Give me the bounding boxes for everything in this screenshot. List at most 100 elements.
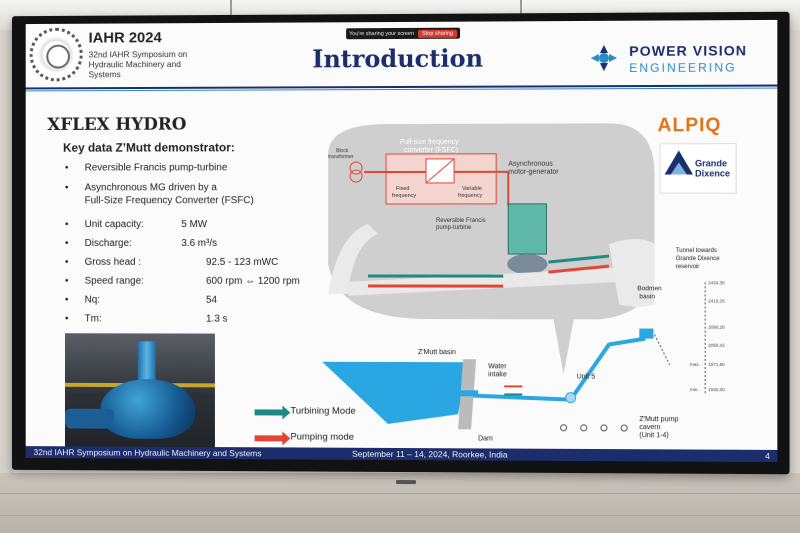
penstock-pipe — [328, 224, 379, 295]
elevation-value: 2059,42 — [708, 343, 725, 348]
transformer-icon — [349, 169, 363, 183]
motor-generator-label: Asynchronous — [508, 161, 553, 168]
grande-dixence-logo: Grande Dixence — [659, 143, 737, 194]
pump-unit-icon — [601, 425, 607, 431]
list-item: Nq: 54 — [63, 295, 320, 314]
photo-turbine — [100, 378, 196, 440]
list-item: Unit capacity:5 MW — [63, 219, 320, 238]
pumping-arrow-icon — [254, 435, 285, 442]
pump-turbine-photo — [64, 333, 215, 450]
slide-header: IAHR 2024 32nd IAHR Symposium on Hydraul… — [25, 20, 778, 92]
screen-share-bar: You're sharing your screen Stop sharing — [346, 27, 461, 40]
tunnel-line — [654, 335, 669, 365]
dam-label: Dam — [478, 435, 493, 442]
fixed-frequency-label: Fixed — [396, 186, 409, 192]
grande-dixence-line: Dixence — [695, 168, 731, 179]
motor-generator — [508, 204, 546, 254]
slide-title: Introduction — [312, 43, 484, 74]
elevation-prefix: max. — [690, 362, 700, 367]
grande-dixence-line: Grande — [695, 158, 728, 169]
cavern-label: Z'Mutt pump — [639, 416, 678, 423]
tv-monitor: IAHR 2024 32nd IAHR Symposium on Hydraul… — [11, 11, 790, 485]
turbining-arrow-icon — [254, 409, 285, 416]
bullet-value: 600 rpm ⇔ 1200 rpm — [206, 275, 300, 287]
pump-turbine-runner — [507, 254, 548, 275]
cavern-label: (Unit 1-4) — [639, 432, 668, 439]
iahr-seal-logo — [29, 27, 83, 82]
list-item: Asynchronous MG driven by a Full-Size Fr… — [63, 181, 320, 219]
list-item: Speed range: 600 rpm ⇔ 1200 rpm — [63, 276, 320, 295]
water-intake-label: Water — [488, 363, 507, 370]
zmutt-basin — [322, 361, 468, 425]
key-data-heading: Key data Z’Mutt demonstrator: — [63, 140, 235, 155]
bullet-value: 92.5 - 123 mWC — [206, 256, 279, 268]
floor-line — [0, 493, 800, 494]
unit5-marker — [566, 393, 576, 403]
bullet-label: Tm: — [84, 313, 102, 325]
company-name: POWER VISION — [629, 42, 748, 59]
bodmen-basin — [639, 328, 654, 339]
outlet-pipe — [608, 238, 655, 307]
bubble-pointer — [553, 319, 574, 375]
pump-turbine-label: Reversible Francis — [436, 218, 486, 224]
pump-turbine-label: pump-turbine — [436, 225, 472, 231]
pump-unit-icon — [581, 425, 587, 431]
tunnel-label: Grande Dixence — [676, 256, 721, 262]
elevation-prefix: min. — [690, 387, 699, 392]
elevation-value: 2434,35 — [708, 280, 725, 285]
conference-subtitle: 32nd IAHR Symposium on Hydraulic Machine… — [89, 49, 207, 79]
zmutt-basin-label: Z'Mutt basin — [418, 349, 456, 356]
bullet-label: Nq: — [84, 294, 100, 306]
block-transformer-label: Block — [336, 148, 349, 154]
footer-page-number: 4 — [765, 450, 770, 462]
list-item: Tm: 1.3 s — [63, 313, 320, 332]
bullet-label: Reversible Francis pump-turbine — [84, 162, 228, 174]
main-pipe — [347, 266, 650, 296]
conference-sub-line: Hydraulic Machinery and — [88, 58, 181, 70]
screen-share-status: You're sharing your screen — [349, 30, 415, 37]
tunnel-label: reservoir — [676, 264, 700, 270]
elevation-value: 2419,26 — [708, 298, 725, 303]
slide-footer: 32nd IAHR Symposium on Hydraulic Machine… — [25, 446, 778, 463]
fsfc-label: converter (FSFC) — [404, 147, 458, 154]
intake-channel — [447, 389, 478, 396]
elevation-value: 1930,00 — [708, 387, 725, 392]
variable-frequency-label: Variable — [462, 186, 482, 192]
cavern-label: cavern — [639, 424, 660, 431]
conference-title: IAHR 2024 — [88, 29, 162, 47]
water-intake-label: intake — [488, 371, 507, 378]
fsfc-label: Full-size frequency — [400, 139, 459, 146]
grande-dixence-mountain-icon — [670, 162, 687, 175]
bullet-value: 5 MW — [181, 219, 208, 231]
plant-diagram: Full-size frequency converter (FSFC) Blo… — [322, 123, 725, 442]
list-item: Discharge: 3.6 m³/s — [63, 238, 320, 257]
project-name: XFLEX HYDRO — [47, 114, 187, 135]
wall-left — [0, 30, 14, 533]
floor-line — [0, 515, 800, 516]
alpiq-logo: ALPIQ — [657, 114, 722, 137]
key-data-list: Reversible Francis pump-turbine Asynchro… — [63, 162, 320, 333]
footer-date-location: September 11 – 14, 2024, Roorkee, India — [352, 448, 508, 460]
bullet-label: Speed range: — [84, 275, 144, 287]
tv-brand-badge — [396, 479, 416, 485]
tunnel-label: Tunnel towards — [676, 248, 717, 254]
fixed-frequency-label: frequency — [392, 193, 416, 199]
elevation-value: 1971,60 — [708, 362, 725, 367]
variable-frequency-label: frequency — [458, 193, 482, 199]
bullet-label: Full-Size Frequency Converter (FSFC) — [84, 195, 254, 207]
bodmen-label: Bodmen — [637, 285, 662, 292]
power-vision-logo-icon — [590, 44, 618, 72]
stop-sharing-button[interactable]: Stop sharing — [418, 29, 458, 38]
company-subtitle: ENGINEERING — [629, 60, 737, 76]
bullet-value: 1.3 s — [206, 313, 228, 325]
transformer-icon — [349, 161, 363, 175]
motor-generator-label: motor-generator — [508, 169, 559, 176]
conference-sub-line: 32nd IAHR Symposium on — [88, 49, 188, 60]
pump-unit-icon — [561, 425, 567, 431]
bullet-label: Discharge: — [84, 238, 132, 249]
bullet-label: Asynchronous MG driven by a — [84, 182, 217, 194]
bullet-value: 3.6 m³/s — [181, 238, 218, 249]
bullet-value: 54 — [206, 294, 218, 306]
block-transformer-label: transformer — [328, 154, 354, 160]
pump-unit-icon — [621, 425, 627, 431]
